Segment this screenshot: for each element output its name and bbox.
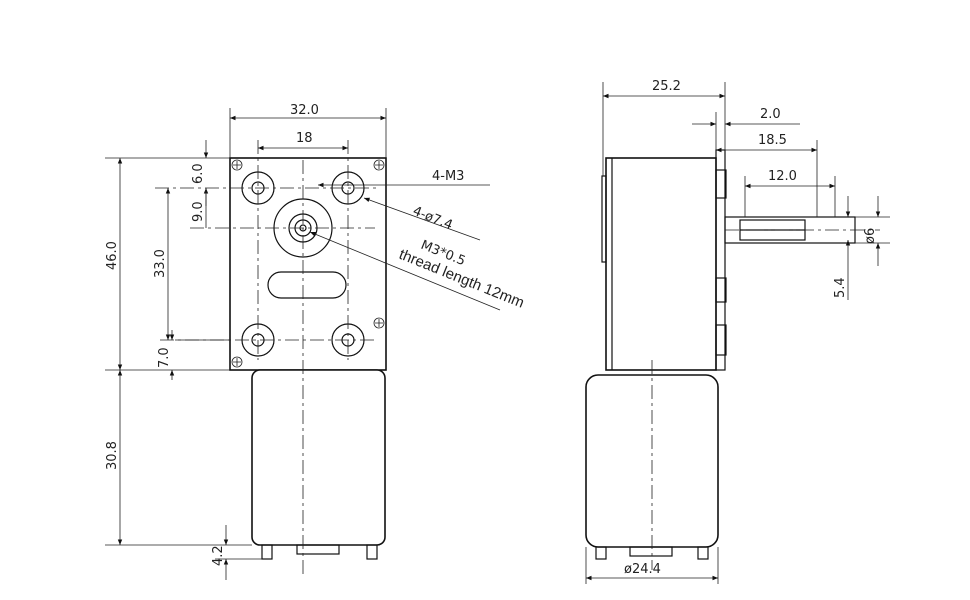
gearbox-plate — [229, 157, 387, 371]
dim-shaft-flat-depth: 5.4 — [833, 196, 851, 300]
dim-shaft-flat-length: 12.0 — [744, 169, 836, 217]
dim-motor-length: 30.8 — [105, 370, 252, 546]
dim-terminal-length-label: 4.2 — [211, 545, 226, 566]
side-motor-terminals — [595, 546, 709, 560]
dim-side-shaft-offset-label: 18.5 — [758, 133, 787, 148]
dim-side-depth: 25.2 — [602, 79, 726, 176]
dim-height-label: 46.0 — [105, 241, 120, 270]
motor-terminals — [261, 544, 378, 560]
side-bosses — [715, 169, 727, 356]
dim-shaft-flat-depth-label: 5.4 — [833, 277, 848, 298]
leader-lines — [309, 182, 501, 311]
dim-shaft-diameter-label: ø6 — [863, 228, 878, 244]
dim-shaft-flat-length-label: 12.0 — [768, 169, 797, 184]
motor-can — [251, 369, 386, 546]
dim-height: 46.0 — [105, 157, 230, 371]
side-view: 25.2 2.0 18.5 12.0 ø6 — [585, 79, 890, 584]
dim-side-shaft-offset: 18.5 — [716, 133, 818, 217]
dim-width: 32.0 — [229, 103, 387, 158]
dim-side-depth-label: 25.2 — [652, 79, 681, 94]
dim-shaft-offset-label: 9.0 — [191, 201, 206, 222]
dim-top-offset-label: 6.0 — [191, 163, 206, 184]
gearbox-slot — [267, 271, 347, 299]
dim-flange-label: 2.0 — [760, 107, 781, 122]
front-view: 32.0 18 46.0 33.0 6.0 9.0 — [105, 103, 527, 580]
dim-hole-vertical: 33.0 — [153, 188, 171, 340]
dim-top-offset: 6.0 — [191, 140, 209, 206]
front-centerlines — [155, 140, 380, 575]
dim-hole-spacing-label: 18 — [296, 131, 313, 146]
dim-terminal-length: 4.2 — [211, 525, 262, 580]
dim-flange: 2.0 — [692, 107, 800, 150]
dim-motor-diameter: ø24.4 — [585, 547, 719, 584]
corner-screws — [231, 159, 385, 368]
side-gearbox — [605, 157, 717, 371]
label-counterbore: 4-ø7.4 — [411, 204, 455, 233]
dim-shaft-offset: 9.0 — [191, 188, 207, 228]
dim-motor-diameter-label: ø24.4 — [624, 562, 661, 577]
dim-shaft-diameter: ø6 — [855, 196, 890, 266]
dim-bottom-offset-label: 7.0 — [157, 347, 172, 368]
dim-hole-spacing: 18 — [258, 131, 348, 151]
side-flange — [715, 149, 726, 371]
label-mount-holes-text: 4-M3 — [432, 169, 464, 184]
dim-hole-vertical-label: 33.0 — [153, 249, 168, 278]
dim-width-label: 32.0 — [290, 103, 319, 118]
dim-bottom-offset: 7.0 — [157, 330, 230, 380]
dim-motor-length-label: 30.8 — [105, 441, 120, 470]
